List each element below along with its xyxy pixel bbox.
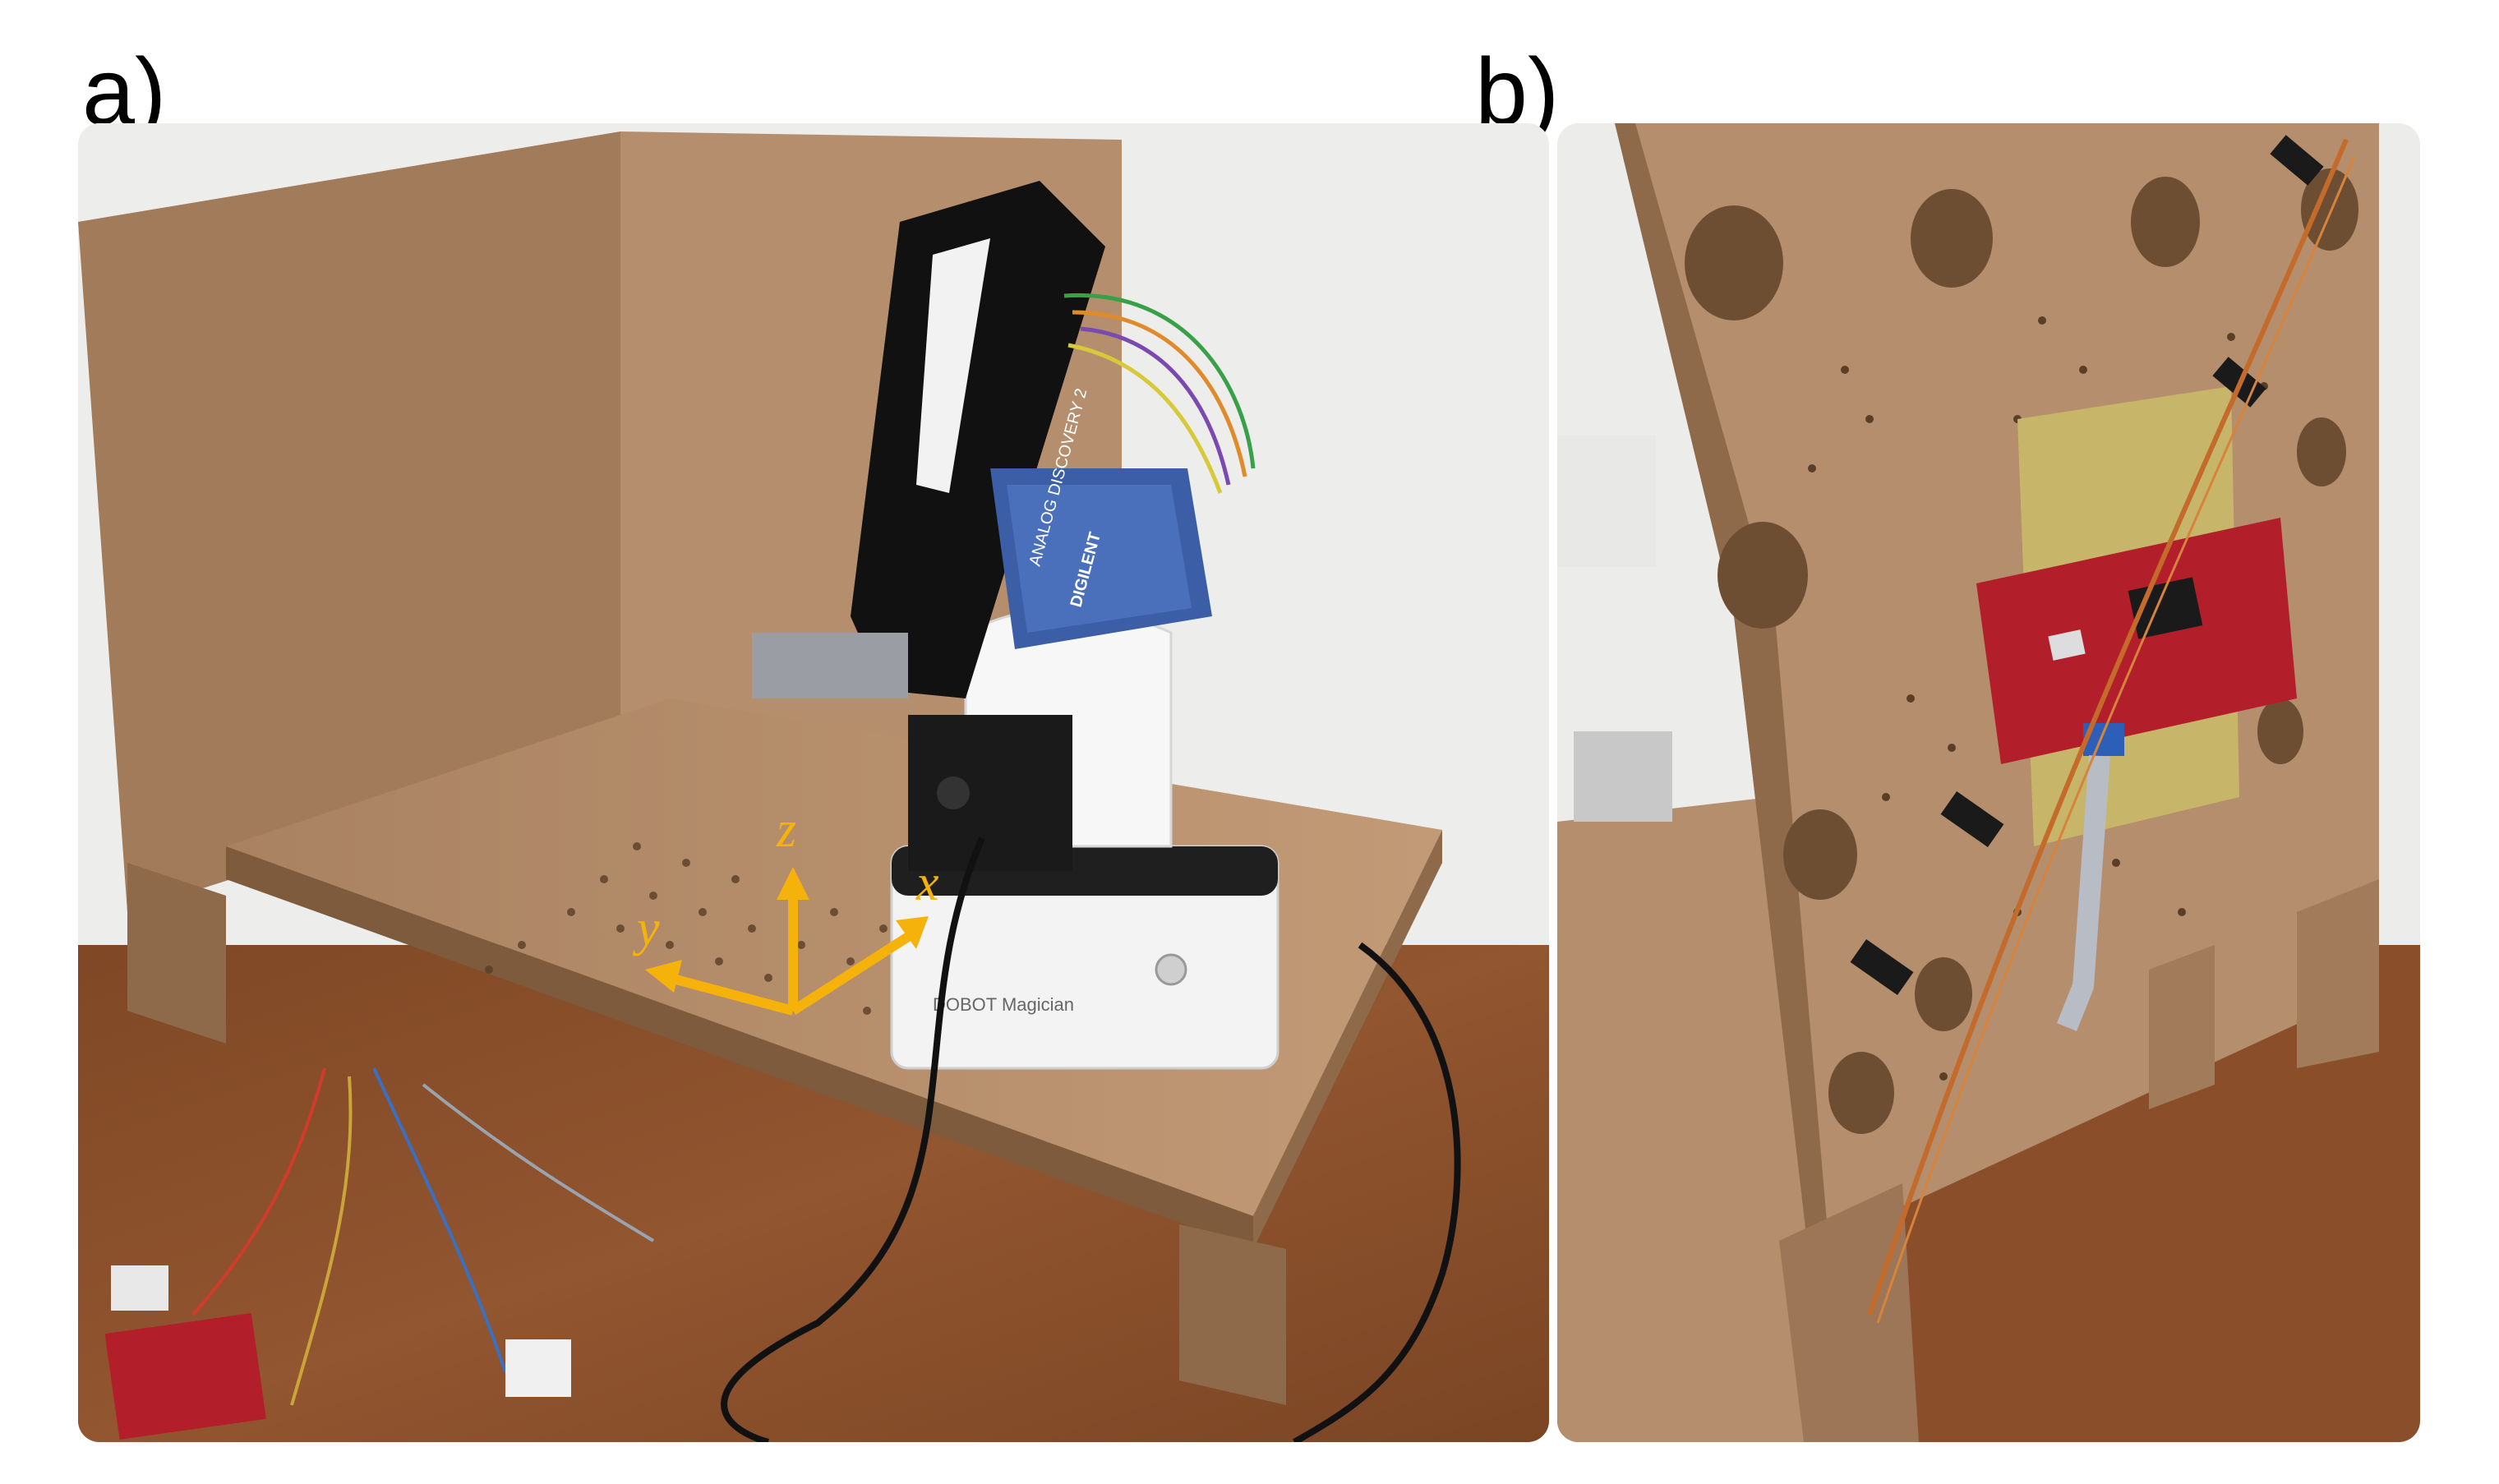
axis-label-z: z (776, 802, 796, 858)
coordinate-axes (645, 867, 929, 1016)
perforated-board-photo-icon (1557, 123, 2420, 1442)
panel-b-photo (1557, 123, 2420, 1442)
axis-label-y: y (632, 901, 660, 956)
robot-arm-photo-icon: DOBOT Magician ANALOG DISCOVERY 2 (78, 123, 1549, 1442)
axis-label-x: x (915, 855, 939, 911)
robot-base-label: DOBOT Magician (933, 994, 1074, 1015)
panel-a-photo: DOBOT Magician ANALOG DISCOVERY 2 (78, 123, 1549, 1442)
